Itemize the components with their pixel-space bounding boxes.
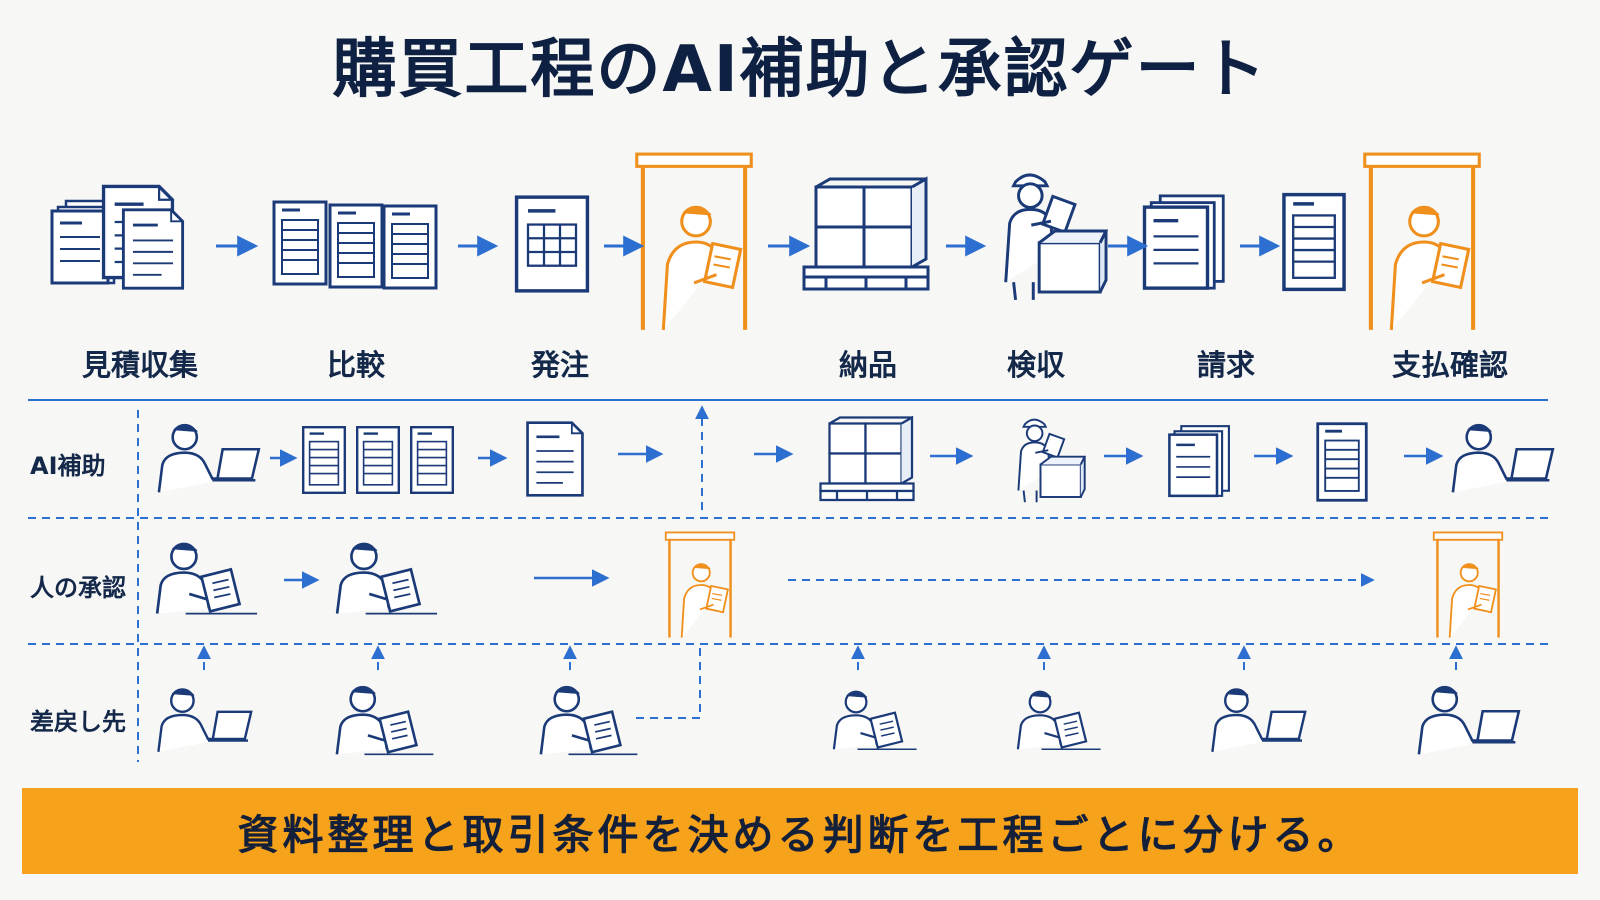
stage-label-compare: 比較 — [326, 348, 386, 382]
stage-label-delivery: 納品 — [838, 348, 898, 382]
stage-label-inspection: 検収 — [1006, 348, 1066, 382]
page-title: 購買工程のAI補助と承認ゲート — [332, 33, 1268, 107]
summary-banner-text: 資料整理と取引条件を決める判断を工程ごとに分ける。 — [237, 811, 1363, 859]
row-label-return: 差戻し先 — [30, 708, 126, 736]
stage-label-invoice: 請求 — [1196, 348, 1256, 382]
row-label-ai: AI補助 — [30, 452, 106, 480]
summary-banner: 資料整理と取引条件を決める判断を工程ごとに分ける。 — [22, 788, 1578, 874]
row-label-human: 人の承認 — [30, 574, 126, 602]
stage-label-quote: 見積収集 — [81, 348, 199, 382]
stage-label-payment: 支払確認 — [1391, 348, 1509, 382]
stage-label-order: 発注 — [530, 348, 590, 382]
